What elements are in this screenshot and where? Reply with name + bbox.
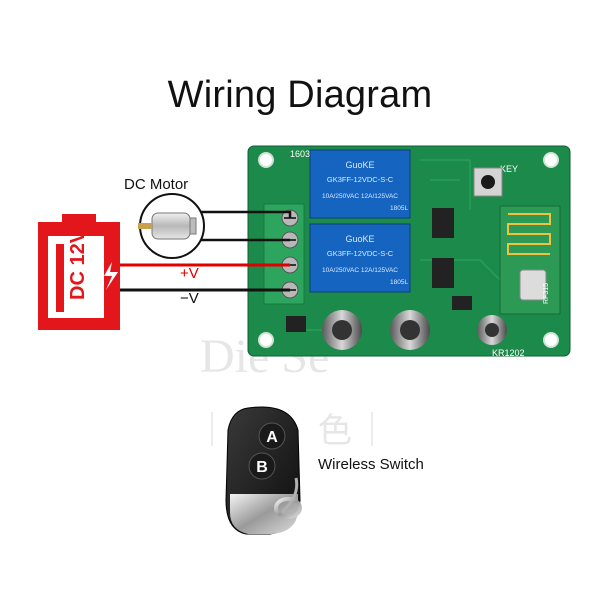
- remote-key-fob-icon[interactable]: A B: [225, 406, 302, 535]
- battery-label: DC 12V: [67, 229, 89, 300]
- motor-icon: [138, 193, 205, 259]
- key-button[interactable]: [473, 167, 503, 197]
- board-marking-1603: 1603: [290, 149, 310, 159]
- mounting-hole: [258, 152, 274, 168]
- ic-chip: [432, 208, 454, 238]
- relay-2-model: GK3FF-12VDC-S-C: [327, 249, 394, 258]
- relay-2-rating: 10A/250VAC 12A/125VAC: [322, 267, 398, 274]
- rf-receiver-module: RF315: [499, 205, 561, 315]
- remote-button-b[interactable]: [248, 452, 276, 480]
- wires: [120, 210, 292, 292]
- remote-button-b-label: B: [256, 459, 268, 476]
- negative-voltage-label: −V: [180, 290, 199, 307]
- ic-chip: [286, 316, 306, 332]
- board-marking-key: KEY: [500, 164, 518, 174]
- motor-wire-1: [200, 210, 292, 218]
- relay-1-model: GK3FF-12VDC-S-C: [327, 175, 394, 184]
- relay-board: 1603 KEY KR1202 GuoKE GK3FF-12VDC-S-C 10…: [247, 145, 571, 358]
- relay-2: GuoKE GK3FF-12VDC-S-C 10A/250VAC 12A/125…: [309, 223, 411, 293]
- watermark-cjk-2: 色: [318, 411, 352, 451]
- remote-button-a[interactable]: [258, 422, 286, 450]
- board-marking-model: KR1202: [492, 348, 525, 358]
- battery-icon: [38, 214, 120, 330]
- lightning-icon: [104, 262, 118, 290]
- positive-voltage-label: +V: [180, 265, 199, 282]
- mounting-hole: [258, 332, 274, 348]
- relay-1: GuoKE GK3FF-12VDC-S-C 10A/250VAC 12A/125…: [309, 149, 411, 219]
- diagram-title: Wiring Diagram: [167, 74, 433, 116]
- relay-2-code: 1805L: [390, 279, 408, 286]
- relay-1-code: 1805L: [390, 205, 408, 212]
- capacitor: [322, 310, 362, 350]
- remote-button-a-label: A: [266, 429, 278, 446]
- wireless-switch-label: Wireless Switch: [318, 456, 424, 473]
- relay-2-brand: GuoKE: [345, 234, 374, 244]
- ic-chip: [432, 258, 454, 288]
- ic-chip: [452, 296, 472, 310]
- mounting-hole: [543, 152, 559, 168]
- capacitor: [390, 310, 430, 350]
- dc-motor-label: DC Motor: [124, 176, 189, 193]
- relay-1-rating: 10A/250VAC 12A/125VAC: [322, 193, 398, 200]
- mounting-hole: [543, 332, 559, 348]
- relay-1-brand: GuoKE: [345, 160, 374, 170]
- capacitor: [477, 315, 507, 345]
- antenna-text: RF315: [543, 283, 550, 304]
